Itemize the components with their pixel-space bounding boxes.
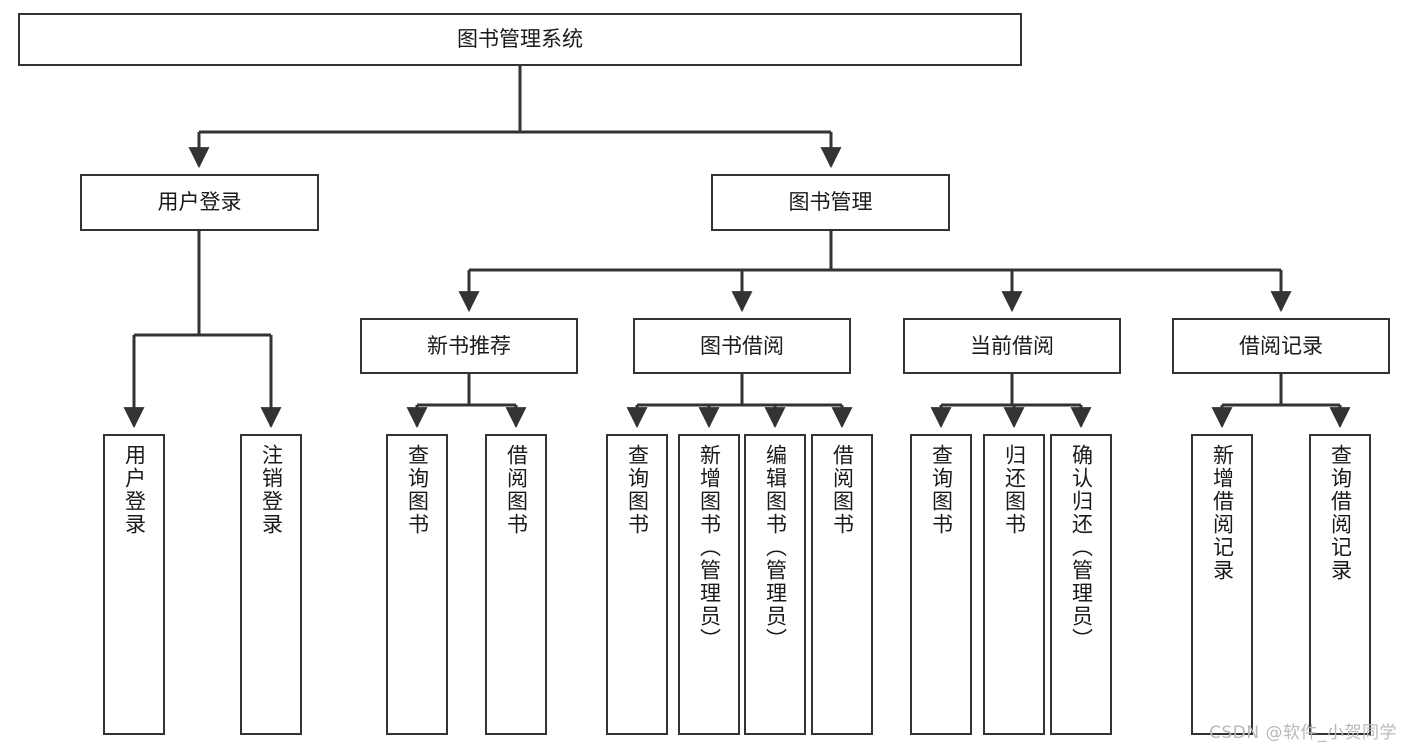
leaf-borrow-book-1-label: 借阅图书 <box>504 444 529 536</box>
node-borrow-record[interactable]: 借阅记录 <box>1172 318 1390 374</box>
leaf-search-book-1-label: 查询图书 <box>405 444 430 536</box>
leaf-confirm-return[interactable]: 确认归还（管理员） <box>1050 434 1112 735</box>
watermark: CSDN @软件_小贺同学 <box>1209 723 1397 743</box>
leaf-search-record-label: 查询借阅记录 <box>1328 444 1353 582</box>
leaf-search-book-2-label: 查询图书 <box>625 444 650 536</box>
leaf-borrow-book-2[interactable]: 借阅图书 <box>811 434 873 735</box>
leaf-search-book-3-label: 查询图书 <box>929 444 954 536</box>
node-current-borrow-label: 当前借阅 <box>970 333 1054 358</box>
node-new-book-recommend[interactable]: 新书推荐 <box>360 318 578 374</box>
node-book-management-label: 图书管理 <box>788 190 873 215</box>
leaf-add-record-label: 新增借阅记录 <box>1210 444 1235 582</box>
leaf-edit-book[interactable]: 编辑图书（管理员） <box>744 434 806 735</box>
leaf-borrow-book-1[interactable]: 借阅图书 <box>485 434 547 735</box>
node-root[interactable]: 图书管理系统 <box>18 13 1022 66</box>
leaf-return-book[interactable]: 归还图书 <box>983 434 1045 735</box>
node-book-management[interactable]: 图书管理 <box>711 174 950 231</box>
leaf-borrow-book-2-label: 借阅图书 <box>830 444 855 536</box>
leaf-add-record[interactable]: 新增借阅记录 <box>1191 434 1253 735</box>
leaf-search-book-3[interactable]: 查询图书 <box>910 434 972 735</box>
leaf-edit-book-label: 编辑图书（管理员） <box>763 444 788 651</box>
node-user-login[interactable]: 用户登录 <box>80 174 319 231</box>
leaf-add-book[interactable]: 新增图书（管理员） <box>678 434 740 735</box>
leaf-user-login[interactable]: 用户登录 <box>103 434 165 735</box>
leaf-search-book-2[interactable]: 查询图书 <box>606 434 668 735</box>
node-borrow-record-label: 借阅记录 <box>1239 333 1323 358</box>
node-new-book-recommend-label: 新书推荐 <box>427 333 511 358</box>
leaf-user-logout-label: 注销登录 <box>259 444 284 536</box>
leaf-user-login-label: 用户登录 <box>122 444 147 536</box>
leaf-add-book-label: 新增图书（管理员） <box>697 444 722 651</box>
leaf-search-record[interactable]: 查询借阅记录 <box>1309 434 1371 735</box>
node-book-borrow-label: 图书借阅 <box>700 333 784 358</box>
node-user-login-label: 用户登录 <box>157 190 242 215</box>
leaf-search-book-1[interactable]: 查询图书 <box>386 434 448 735</box>
node-current-borrow[interactable]: 当前借阅 <box>903 318 1121 374</box>
leaf-return-book-label: 归还图书 <box>1002 444 1027 536</box>
leaf-confirm-return-label: 确认归还（管理员） <box>1069 444 1094 651</box>
node-root-label: 图书管理系统 <box>457 27 583 52</box>
node-book-borrow[interactable]: 图书借阅 <box>633 318 851 374</box>
leaf-user-logout[interactable]: 注销登录 <box>240 434 302 735</box>
